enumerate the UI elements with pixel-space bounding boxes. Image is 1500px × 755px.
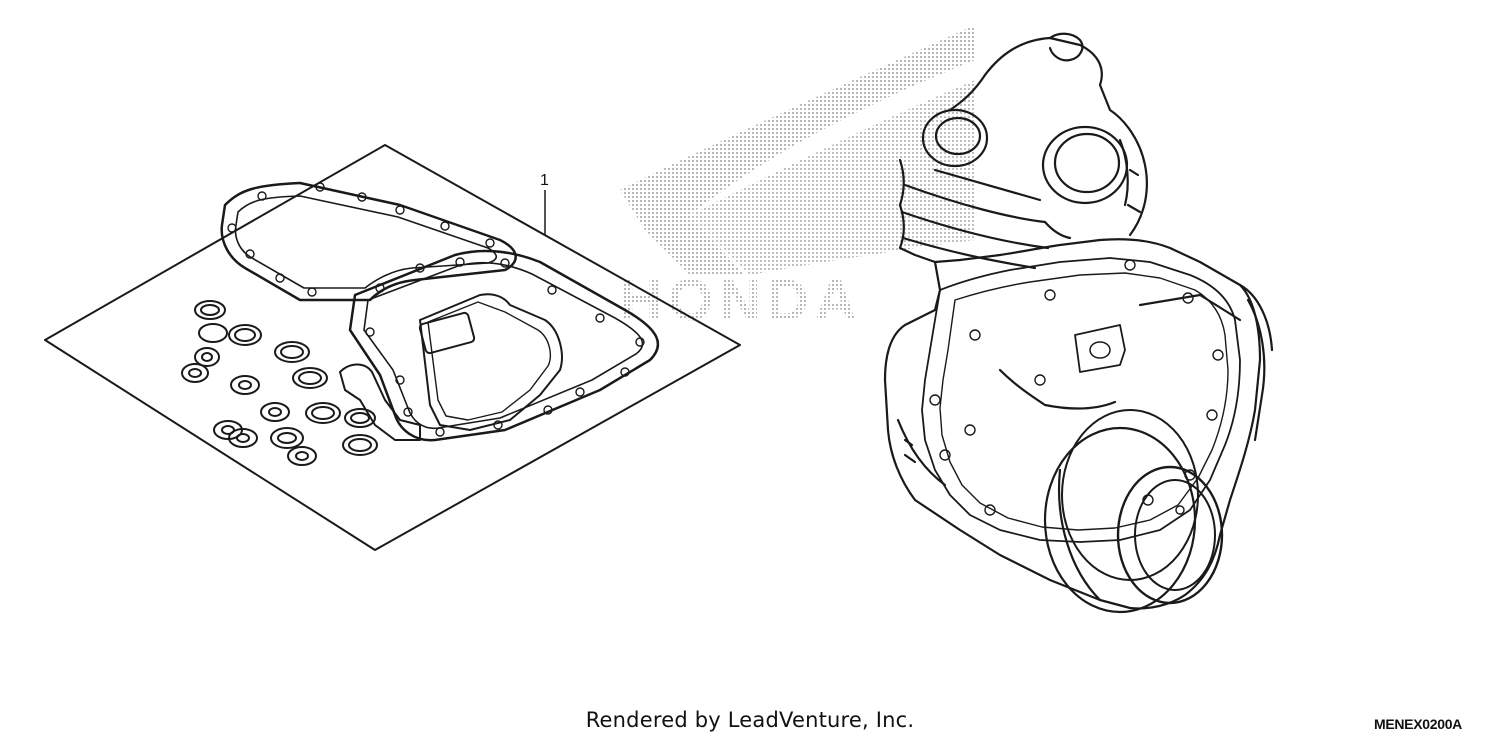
crankcase-gasket: [348, 249, 660, 442]
gasket-kit-sheet: [44, 144, 741, 551]
footer-credit: Rendered by LeadVenture, Inc.: [585, 708, 915, 732]
l-shaped-gasket: [339, 363, 421, 441]
kit-bag-outline: [44, 144, 741, 551]
callout-number: 1: [540, 172, 549, 189]
honda-wing-icon: [620, 25, 975, 275]
watermark-wordmark: HONDA: [620, 268, 863, 333]
small-plate-gasket: [418, 311, 476, 355]
diagram-code: MENEX0200A: [1373, 716, 1462, 732]
cover-gasket: [220, 181, 517, 302]
o-ring-set: [181, 300, 378, 466]
bolt-holes: [227, 182, 645, 437]
inner-plate-gasket: [419, 293, 563, 431]
engine-illustration: [883, 32, 1274, 614]
